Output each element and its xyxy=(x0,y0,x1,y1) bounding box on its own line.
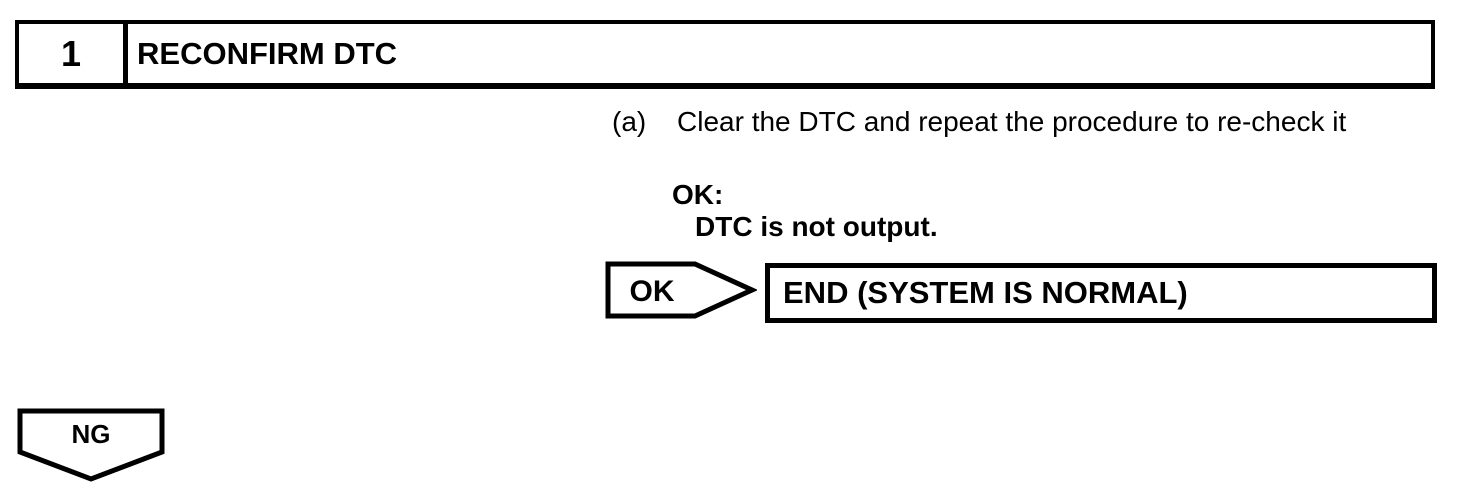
ok-connector-label: OK xyxy=(629,275,675,308)
step-title: RECONFIRM DTC xyxy=(137,35,398,71)
instruction-line: (a) Clear the DTC and repeat the procedur… xyxy=(612,106,1346,138)
end-result-box: END (SYSTEM IS NORMAL) xyxy=(765,263,1437,323)
step-number: 1 xyxy=(19,24,128,83)
instruction-text: Clear the DTC and repeat the procedure t… xyxy=(677,106,1347,137)
instruction-marker: (a) xyxy=(612,106,647,137)
step-header-box: 1 RECONFIRM DTC xyxy=(15,20,1435,89)
ok-connector-arrow-icon xyxy=(605,261,757,319)
ng-connector-label: NG xyxy=(71,419,111,449)
ng-connector-arrow-icon xyxy=(17,408,165,482)
end-result-text: END (SYSTEM IS NORMAL) xyxy=(783,275,1188,310)
ok-criteria-label: OK: xyxy=(672,179,724,210)
ok-condition-text: DTC is not output. xyxy=(695,211,938,242)
